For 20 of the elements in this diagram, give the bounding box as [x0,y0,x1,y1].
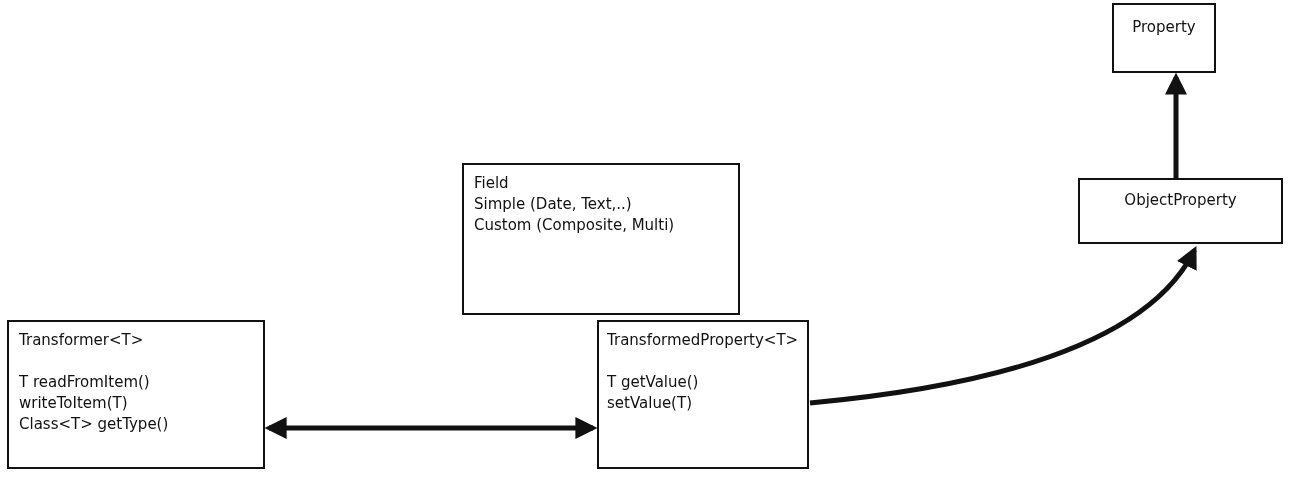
class-box [462,163,740,315]
class-box [7,320,265,469]
member-text: Simple (Date, Text,..) [474,194,632,215]
arrow [1165,72,1187,178]
member-text: T readFromItem() [19,372,150,393]
member-text: writeToItem(T) [19,393,128,414]
arrow [809,246,1197,406]
class-name: Field [474,173,509,194]
class-box [1078,178,1283,244]
arrow [264,417,598,439]
class-name: Property [1132,17,1196,38]
class-box [597,320,809,469]
class-name: TransformedProperty<T> [607,330,799,351]
class-name: Transformer<T> [19,330,144,351]
class-name: ObjectProperty [1124,190,1237,211]
class-box [1112,3,1216,73]
member-text: T getValue() [607,372,699,393]
member-text: Custom (Composite, Multi) [474,215,675,236]
member-text: Class<T> getType() [19,414,169,435]
member-text: setValue(T) [607,393,692,414]
